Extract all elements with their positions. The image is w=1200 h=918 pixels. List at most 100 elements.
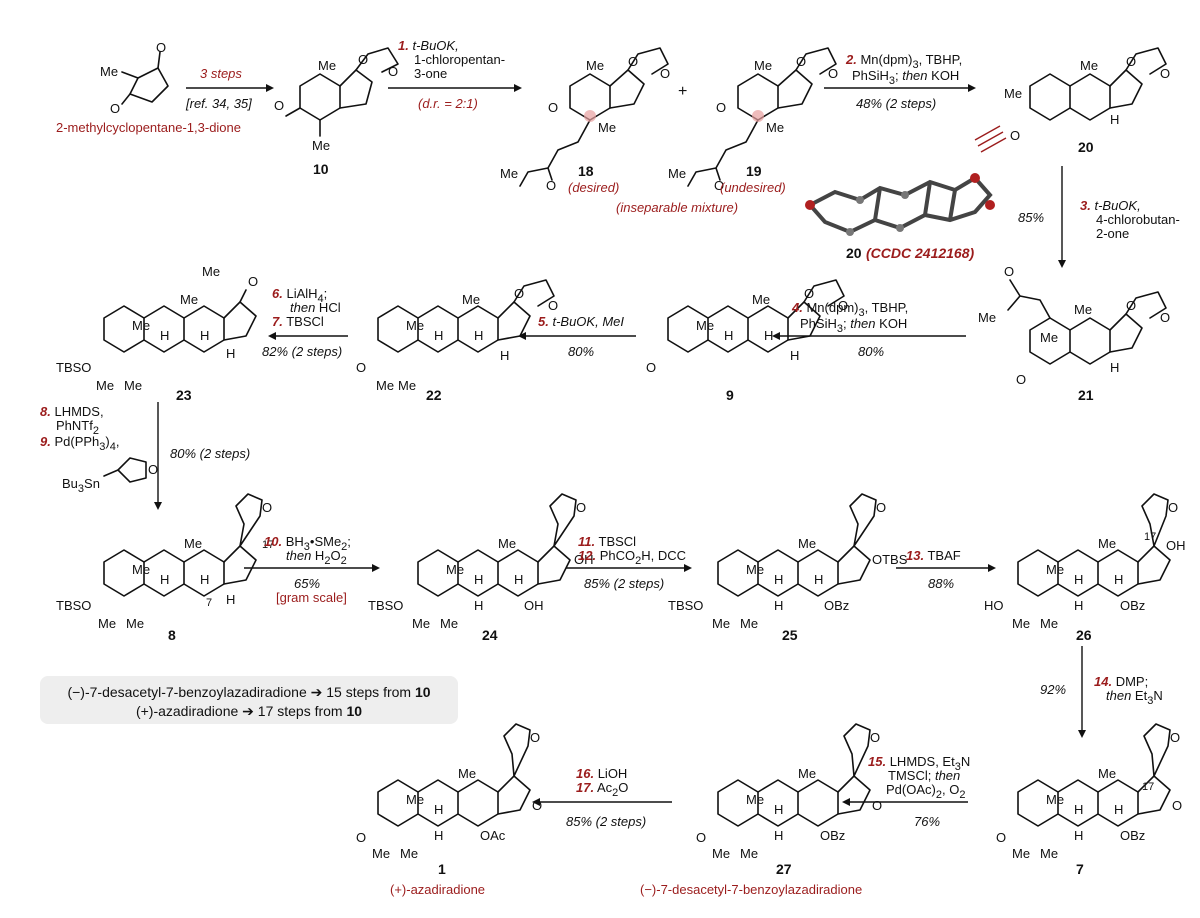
atom-me: Me xyxy=(400,846,418,861)
step-13-yield: 88% xyxy=(928,576,954,591)
step-2-yield: 48% (2 steps) xyxy=(856,96,936,111)
atom-o: O xyxy=(1004,264,1014,279)
step-14-line2: then Et3N xyxy=(1106,688,1163,707)
step-1-line2: 1-chloropentan- xyxy=(414,52,505,67)
compound-number-18: 18 xyxy=(578,163,594,179)
compound-number-1: 1 xyxy=(438,861,446,877)
step-6-line1: 6. LiAlH4; xyxy=(272,286,327,305)
atom-me: Me xyxy=(746,562,764,577)
atom-o: O xyxy=(1016,372,1026,387)
atom-me: Me xyxy=(598,120,616,135)
atom-me: Me xyxy=(406,792,424,807)
atom-me: Me xyxy=(1098,766,1116,781)
step-1-line3: 3-one xyxy=(414,66,447,81)
atom-o: O xyxy=(838,298,848,313)
atom-me: Me xyxy=(798,766,816,781)
atom-h: H xyxy=(1114,802,1123,817)
atom-me: Me xyxy=(132,562,150,577)
atom-h: H xyxy=(790,348,799,363)
atom-h: H xyxy=(434,328,443,343)
atom-me: Me xyxy=(1098,536,1116,551)
label-desired: (desired) xyxy=(568,180,619,195)
step-8-line1: 8. LHMDS, xyxy=(40,404,104,419)
atom-h: H xyxy=(1074,802,1083,817)
atom-me: Me xyxy=(586,58,604,73)
atom-o: O xyxy=(1126,54,1136,69)
step-3-line3: 2-one xyxy=(1096,226,1129,241)
atom-me: Me xyxy=(978,310,996,325)
atom-o: O xyxy=(514,286,524,301)
step-a-label: 3 steps xyxy=(200,66,242,81)
atom-o: O xyxy=(248,274,258,289)
atom-o: O xyxy=(262,500,272,515)
atom-me: Me xyxy=(1046,792,1064,807)
atom-h: H xyxy=(200,572,209,587)
summary-line-1: (−)-7-desacetyl-7-benzoylazadiradione ➔ … xyxy=(67,684,430,700)
step-a-ref: [ref. 34, 35] xyxy=(185,96,252,111)
step-16-17-yield: 85% (2 steps) xyxy=(566,814,646,829)
atom-me: Me xyxy=(376,378,394,393)
atom-me: Me xyxy=(1040,846,1058,861)
compound-number-10: 10 xyxy=(313,161,329,177)
atom-me: Me xyxy=(98,616,116,631)
atom-me: Me xyxy=(740,616,758,631)
atom-h: H xyxy=(724,328,733,343)
atom-me: Me xyxy=(766,120,784,135)
structure-21: O Me Me Me O O O H 21 xyxy=(978,264,1170,403)
atom-o: O xyxy=(274,98,284,113)
atom-h: H xyxy=(226,592,235,607)
atom-ho: HO xyxy=(984,598,1004,613)
atom-me: Me xyxy=(96,378,114,393)
atom-o: O xyxy=(148,462,158,477)
atom-me: Me xyxy=(1012,616,1030,631)
compound-number-21: 21 xyxy=(1078,387,1094,403)
structure-24: O OH TBSO Me Me Me Me H H H OH 24 xyxy=(368,493,594,643)
atom-h: H xyxy=(160,328,169,343)
atom-h: H xyxy=(1074,572,1083,587)
atom-h: H xyxy=(1074,828,1083,843)
atom-obz: OBz xyxy=(820,828,845,843)
atom-h: H xyxy=(814,572,823,587)
step-7-line1: 7. TBSCl xyxy=(272,314,324,329)
step-3-line1: 3. t-BuOK, xyxy=(1080,198,1141,213)
atom-me: Me xyxy=(124,378,142,393)
summary-line-2: (+)-azadiradione ➔ 17 steps from 10 xyxy=(136,703,362,719)
step-1-yield: (d.r. = 2:1) xyxy=(418,96,478,111)
step-3-line2: 4-chlorobutan- xyxy=(1096,212,1180,227)
atom-number-17: 17 xyxy=(1144,531,1156,543)
xray-ccdc-label: (CCDC 2412168) xyxy=(866,245,974,261)
atom-me: Me xyxy=(1074,302,1092,317)
step-17-line1: 17. Ac2O xyxy=(576,780,628,799)
atom-o: O xyxy=(532,798,542,813)
atom-tbso: TBSO xyxy=(56,598,91,613)
step-8-line2: PhNTf2 xyxy=(56,418,99,437)
atom-o: O xyxy=(646,360,656,375)
atom-h: H xyxy=(1114,572,1123,587)
atom-h: H xyxy=(474,598,483,613)
atom-o: O xyxy=(628,54,638,69)
atom-number-7: 7 xyxy=(206,597,212,609)
step-2-line2: PhSiH3; then KOH xyxy=(852,68,959,87)
step-5-line1: 5. t-BuOK, MeI xyxy=(538,314,624,329)
atom-o: O xyxy=(1160,66,1170,81)
atom-oh: OH xyxy=(574,552,594,567)
atom-o: O xyxy=(1126,298,1136,313)
atom-o: O xyxy=(1168,500,1178,515)
atom-me: Me xyxy=(752,292,770,307)
step-2-line1: 2. Mn(dpm)3, TBHP, xyxy=(845,52,962,71)
atom-otbs: OTBS xyxy=(872,552,908,567)
atom-o: O xyxy=(714,178,724,193)
step-14-yield: 92% xyxy=(1040,682,1066,697)
atom-oh: OH xyxy=(524,598,544,613)
atom-me: Me xyxy=(406,318,424,333)
compound-number-23: 23 xyxy=(176,387,192,403)
atom-o: O xyxy=(548,100,558,115)
step-10-line1: 10. BH3•SMe2; xyxy=(264,534,351,553)
atom-me: Me xyxy=(740,846,758,861)
atom-o: O xyxy=(872,798,882,813)
atom-me: Me xyxy=(312,138,330,153)
atom-h: H xyxy=(774,572,783,587)
atom-me: Me xyxy=(180,292,198,307)
compound-number-22: 22 xyxy=(426,387,442,403)
structure-23: TBSO Me Me Me Me Me O H H H 23 xyxy=(56,264,258,403)
